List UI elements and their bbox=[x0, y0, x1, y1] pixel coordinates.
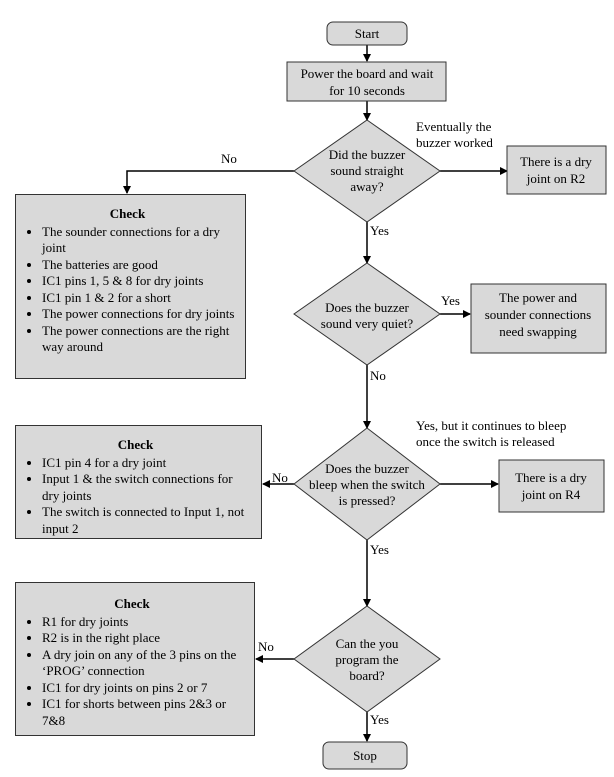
power-label-line2: for 10 seconds bbox=[329, 83, 405, 98]
power-label-line1: Power the board and wait bbox=[301, 66, 434, 81]
check3-item: R1 for dry joints bbox=[42, 614, 246, 631]
r2-line1: There is a dry bbox=[520, 154, 592, 169]
swap-line1: The power and bbox=[499, 290, 577, 305]
check-list-1: The sounder connections for a dry joint … bbox=[18, 224, 237, 356]
edge-q1-side-line2: buzzer worked bbox=[416, 135, 493, 150]
q3-line2: bleep when the switch bbox=[309, 477, 425, 492]
decision-buzzer-straight-away: Did the buzzer sound straight away? bbox=[293, 119, 441, 223]
edge-q3-yes: Yes bbox=[370, 542, 389, 557]
result-dry-joint-r2: There is a dry joint on R2 bbox=[506, 145, 607, 195]
check3-item: IC1 for dry joints on pins 2 or 7 bbox=[42, 680, 246, 697]
check3-item: IC1 for shorts between pins 2&3 or 7&8 bbox=[42, 696, 246, 729]
check3-item: A dry join on any of the 3 pins on the ‘… bbox=[42, 647, 246, 680]
check1-item: The sounder connections for a dry joint bbox=[42, 224, 237, 257]
swap-line2: sounder connections bbox=[485, 307, 592, 322]
edge-labels: No Eventually the buzzer worked Yes Yes … bbox=[221, 119, 566, 727]
edge-q2-no: No bbox=[370, 368, 386, 383]
check2-item: The switch is connected to Input 1, not … bbox=[42, 504, 253, 537]
connectors bbox=[123, 45, 508, 742]
q4-line2: program the bbox=[335, 652, 398, 667]
check-title-3: Check bbox=[114, 596, 150, 611]
q4-line1: Can the you bbox=[336, 636, 399, 651]
check1-item: The batteries are good bbox=[42, 257, 237, 274]
r2-line2: joint on R2 bbox=[526, 171, 586, 186]
check-box-1: Check The sounder connections for a dry … bbox=[15, 194, 246, 379]
edge-q1-side-line1: Eventually the bbox=[416, 119, 492, 134]
q2-line1: Does the buzzer bbox=[325, 300, 409, 315]
check2-item: Input 1 & the switch connections for dry… bbox=[42, 471, 253, 504]
check1-item: IC1 pins 1, 5 & 8 for dry joints bbox=[42, 273, 237, 290]
stop-label: Stop bbox=[353, 748, 377, 763]
q4-line3: board? bbox=[349, 668, 385, 683]
start-label: Start bbox=[355, 26, 380, 41]
swap-line3: need swapping bbox=[499, 324, 577, 339]
edge-q3-side-line2: once the switch is released bbox=[416, 434, 555, 449]
arrow-q1-check1 bbox=[123, 170, 294, 194]
check-box-3: Check R1 for dry joints R2 is in the rig… bbox=[15, 582, 255, 736]
check-title-2: Check bbox=[117, 437, 154, 452]
decision-buzzer-quiet: Does the buzzer sound very quiet? bbox=[293, 262, 441, 366]
check2-item: IC1 pin 4 for a dry joint bbox=[42, 455, 253, 472]
decision-program-board: Can the you program the board? bbox=[293, 605, 441, 713]
q1-line2: sound straight bbox=[330, 163, 404, 178]
edge-q4-no: No bbox=[258, 639, 274, 654]
stop-node: Stop bbox=[322, 741, 408, 770]
q2-line2: sound very quiet? bbox=[321, 316, 414, 331]
check-title-1: Check bbox=[109, 206, 146, 221]
r4-line1: There is a dry bbox=[515, 470, 587, 485]
r4-line2: joint on R4 bbox=[521, 487, 581, 502]
start-node: Start bbox=[326, 21, 408, 46]
edge-q1-no: No bbox=[221, 151, 237, 166]
power-node: Power the board and wait for 10 seconds bbox=[286, 61, 447, 102]
q3-line1: Does the buzzer bbox=[325, 461, 409, 476]
decision-bleep-switch: Does the buzzer bleep when the switch is… bbox=[293, 427, 441, 541]
q1-line1: Did the buzzer bbox=[329, 147, 406, 162]
result-swap-connections: The power and sounder connections need s… bbox=[470, 283, 607, 354]
check1-item: IC1 pin 1 & 2 for a short bbox=[42, 290, 237, 307]
q1-line3: away? bbox=[350, 179, 383, 194]
check1-item: The power connections for dry joints bbox=[42, 306, 237, 323]
check3-item: R2 is in the right place bbox=[42, 630, 246, 647]
check-list-3: R1 for dry joints R2 is in the right pla… bbox=[18, 614, 246, 730]
edge-q4-yes: Yes bbox=[370, 712, 389, 727]
check-list-2: IC1 pin 4 for a dry joint Input 1 & the … bbox=[18, 455, 253, 538]
check-box-2: Check IC1 pin 4 for a dry joint Input 1 … bbox=[15, 425, 262, 539]
result-dry-joint-r4: There is a dry joint on R4 bbox=[498, 459, 605, 513]
edge-q3-side-line1: Yes, but it continues to bleep bbox=[416, 418, 566, 433]
q3-line3: is pressed? bbox=[339, 493, 396, 508]
check1-item: The power connections are the right way … bbox=[42, 323, 237, 356]
edge-q3-no: No bbox=[272, 470, 288, 485]
edge-q1-yes: Yes bbox=[370, 223, 389, 238]
edge-q2-yes: Yes bbox=[441, 293, 460, 308]
